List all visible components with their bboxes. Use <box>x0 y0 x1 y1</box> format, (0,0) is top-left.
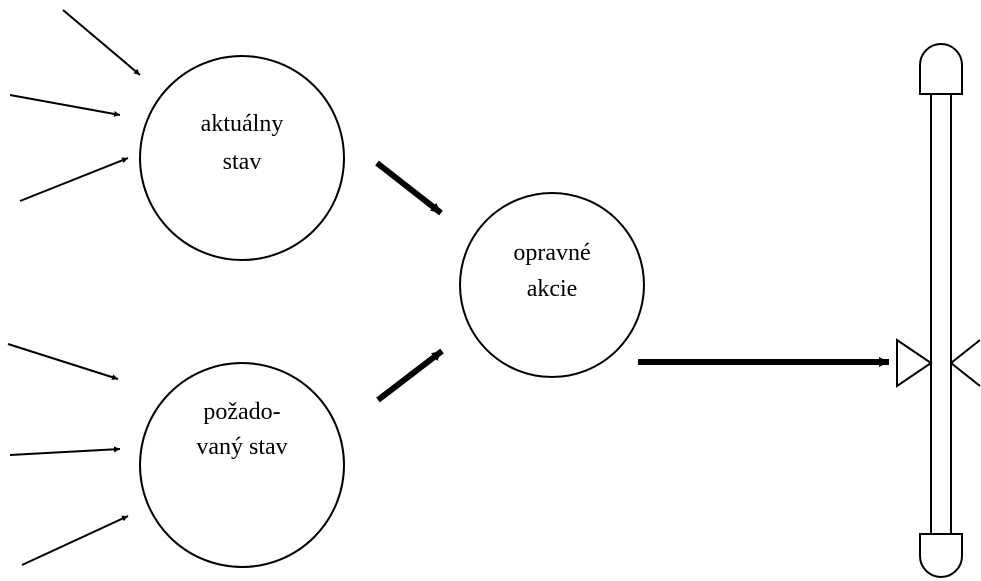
corrective-actions-circle <box>459 192 645 378</box>
input-arrow <box>7 343 119 381</box>
input-arrow <box>9 446 121 456</box>
valve-icon <box>896 43 981 578</box>
desired-state-inputs <box>7 343 129 566</box>
valve-right-wing <box>950 339 981 387</box>
current-state-label-line2: stav <box>223 149 262 175</box>
current-state-inputs <box>9 9 141 202</box>
desired-state-node: požado- vaný stav <box>139 362 345 568</box>
input-arrow <box>9 94 121 117</box>
valve-bottom-cap <box>919 533 963 578</box>
valve-left-wing <box>896 338 933 388</box>
thick-arrow-from-current-state <box>375 160 443 216</box>
input-arrow <box>19 157 129 202</box>
input-arrow <box>21 515 129 566</box>
corrective-actions-label-line1: opravné <box>513 240 590 266</box>
current-state-circle <box>139 55 345 261</box>
current-state-node: aktuálny stav <box>139 55 345 261</box>
valve-top-cap <box>919 43 963 95</box>
state-to-action-arrows <box>375 160 444 403</box>
corrective-actions-node: opravné akcie <box>459 192 645 378</box>
thick-arrow-from-desired-state <box>376 348 444 403</box>
current-state-label-line1: aktuálny <box>201 111 284 137</box>
input-arrow <box>62 9 141 76</box>
desired-state-label-line1: požado- <box>203 399 280 425</box>
desired-state-label-line2: vaný stav <box>196 434 287 460</box>
valve-stem <box>930 93 952 535</box>
desired-state-circle <box>139 362 345 568</box>
corrective-actions-label-line2: akcie <box>527 276 578 302</box>
